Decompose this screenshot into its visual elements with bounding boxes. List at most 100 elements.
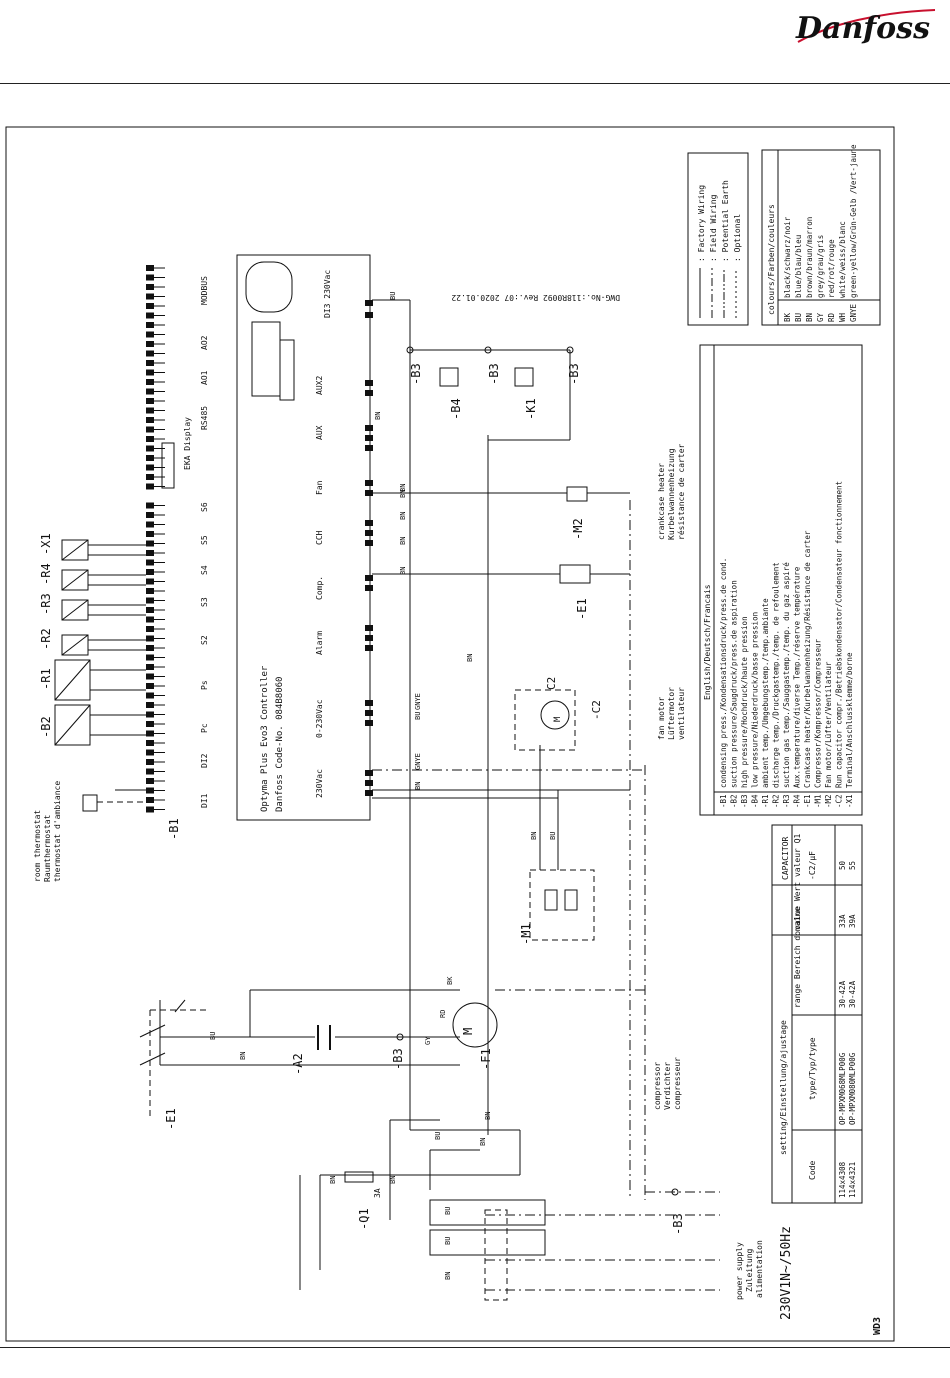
module-a2: -M1 <box>519 869 595 945</box>
label-di2: DI2 <box>200 753 209 768</box>
terminal-pin <box>365 380 373 386</box>
terminal-pin <box>146 322 154 328</box>
label-ps: Ps <box>200 680 209 690</box>
terminal-pin <box>146 483 154 490</box>
display-icon <box>245 261 295 401</box>
component-ref-3: -B4 <box>751 794 760 808</box>
wire-tag-14: BN <box>239 1052 247 1060</box>
wire-tag-23: BN <box>389 1176 397 1184</box>
terminal-x1-pe <box>671 1188 679 1196</box>
compressor-label-3: compresseur <box>673 1057 682 1110</box>
main-wiring <box>149 300 720 1291</box>
terminal-pin <box>365 585 373 591</box>
bottom-terminal-strip <box>365 300 373 796</box>
component-ref-5: -R2 <box>772 794 781 808</box>
terminal-pin <box>365 635 373 641</box>
terminal-pin <box>146 436 154 442</box>
settings-code-1: 114x4321 <box>848 1162 857 1198</box>
terminal-x1-15 <box>566 346 574 354</box>
terminal-pin <box>146 540 154 547</box>
terminal-pin <box>146 407 154 414</box>
terminal-pin <box>365 575 373 581</box>
terminal-pin <box>146 502 154 509</box>
terminal-pin <box>365 520 373 526</box>
eka-display-connector <box>161 442 175 489</box>
fuse-f1: -Q1 3A <box>344 1171 382 1230</box>
terminal-pin <box>146 350 154 357</box>
fuse-rating: 3A <box>373 1188 382 1198</box>
relay-k1-coil: -E1 <box>372 564 630 620</box>
terminal-pin <box>365 300 373 306</box>
terminal-pin <box>146 645 154 651</box>
top-terminal-strip <box>146 265 165 813</box>
terminal-pin <box>146 331 154 338</box>
thermistor-slash <box>61 599 89 621</box>
ref-r1: -R2 <box>39 628 53 650</box>
terminal-pin <box>146 265 154 271</box>
label-s3: S3 <box>200 597 209 607</box>
terminal-pin <box>146 578 154 585</box>
terminal-pin <box>365 390 373 396</box>
component-ref-1: -B2 <box>730 794 739 808</box>
terminal-pin <box>365 425 373 431</box>
colours-legend: colours/Farben/couleurs BKblack/schwarz/… <box>761 144 881 326</box>
wire-tag-7: BN <box>466 654 474 662</box>
colour-code-gy: GY <box>816 312 825 322</box>
ref-f1: -Q1 <box>357 1208 371 1230</box>
ref-x1-comp: -B3 <box>391 1048 405 1070</box>
label-cch: CCH <box>315 530 324 545</box>
thermostat-label-3: thermostat d'ambiance <box>53 781 62 882</box>
header-rule <box>0 83 950 84</box>
controller-a1: Optyma Plus Evo3 Controller Danfoss Code… <box>167 254 371 840</box>
power-label-2: Zuleitung <box>745 1248 754 1292</box>
settings-code-0: 114x4308 <box>838 1161 847 1198</box>
sensor-b2 <box>54 659 91 701</box>
component-desc-10: Fan motor/Lüfter/Ventilateur <box>824 661 833 788</box>
wire-tag-5: BU <box>389 292 397 300</box>
terminal-pin <box>146 474 154 480</box>
wire-tag-24: BU <box>444 1207 452 1215</box>
component-ref-4: -R1 <box>761 794 770 808</box>
ref-x1-20: -B3 <box>487 363 501 385</box>
wire-tag-25: BU <box>444 1237 452 1245</box>
settings-table: setting/Einstellung/ajustage CAPACITOR C… <box>209 292 863 1280</box>
breaker-q1 <box>429 1199 546 1301</box>
component-ref-6: -R3 <box>782 794 791 808</box>
wire-tag-19: BN <box>484 1112 492 1120</box>
capacitor-title: CAPACITOR <box>781 836 790 880</box>
terminal-pin <box>365 312 373 318</box>
ref-c2: -A2 <box>291 1053 305 1075</box>
terminal-pin <box>365 540 373 546</box>
component-desc-4: ambient temp./Umgebungstemp./temp.ambian… <box>761 598 770 788</box>
ref-r4: -X1 <box>39 533 53 555</box>
wire-tag-10: BN <box>414 782 422 790</box>
fan-motor-m2: M -C2 C2 fan motor Lüftermotor ventilate… <box>514 677 686 751</box>
colour-name-gy: grey/grau/gris <box>816 235 825 298</box>
terminal-pin <box>365 700 373 706</box>
thermistor-slash <box>61 634 89 656</box>
terminal-pin <box>146 274 154 281</box>
contactor-k1: -E1 <box>139 999 186 1130</box>
terminal-pin <box>146 521 154 528</box>
power-label-1: power supply <box>735 1242 744 1300</box>
compressor-label-2: Verdichter <box>663 1062 672 1110</box>
component-desc-1: suction pressure/Saugdruck/press.de aspi… <box>730 580 739 788</box>
wire-tag-16: RD <box>439 1010 447 1018</box>
ref-b4: -K1 <box>524 398 538 420</box>
terminal-pin <box>146 626 154 632</box>
label-ao1: AO1 <box>200 370 209 385</box>
settings-range-0: 30-42A <box>838 980 847 1008</box>
ref-k1-coil: -E1 <box>575 598 589 620</box>
terminal-pin <box>365 445 373 451</box>
components-title: English/Deutsch/Francais <box>703 584 712 700</box>
component-desc-7: Aux.temperature/diverse Temp./réserve te… <box>793 566 802 788</box>
terminal-x1-1 <box>396 1033 404 1041</box>
logo-text: Danfoss <box>795 11 930 46</box>
component-desc-8: Crankcase heater/Kurbelwannenheizung/Rés… <box>803 530 812 788</box>
controller-name: Optyma Plus Evo3 Controller <box>260 665 270 812</box>
component-desc-12: Terminal/Anschlussklemme/borne <box>845 652 854 788</box>
component-ref-7: -R4 <box>793 794 802 808</box>
terminal-pin <box>365 780 373 786</box>
sensors-r <box>61 539 146 736</box>
